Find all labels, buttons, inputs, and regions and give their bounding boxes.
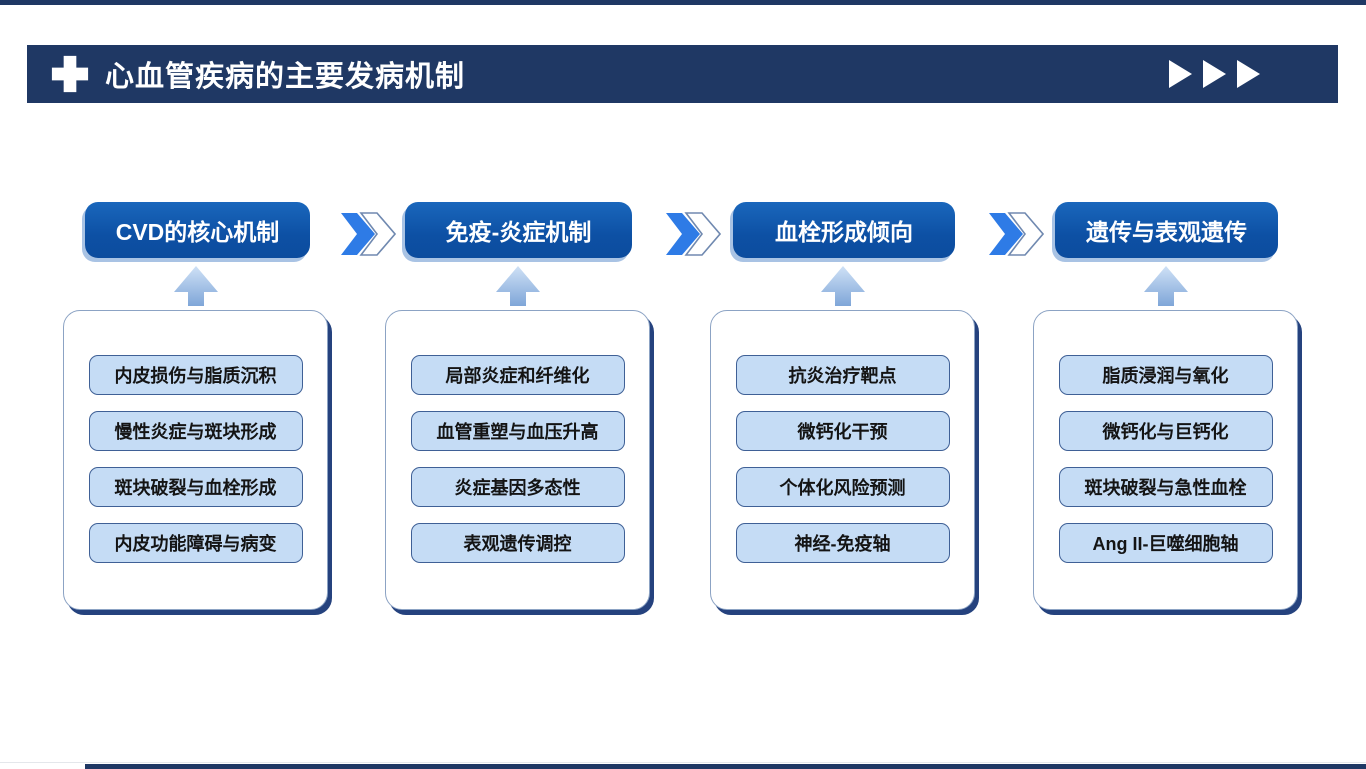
top-accent-bar xyxy=(0,0,1366,5)
list-item: 抗炎治疗靶点 xyxy=(735,355,950,395)
stage-pill-3: 血栓形成倾向 xyxy=(733,202,955,258)
double-chevron-right-icon xyxy=(989,212,1044,256)
stage-pill-4: 遗传与表观遗传 xyxy=(1055,202,1278,258)
list-item: 微钙化与巨钙化 xyxy=(1058,411,1273,451)
column-card-2: 局部炎症和纤维化 血管重塑与血压升高 炎症基因多态性 表观遗传调控 xyxy=(385,310,650,610)
up-arrow-icon xyxy=(1144,266,1188,306)
list-item: 内皮功能障碍与病变 xyxy=(88,523,303,563)
double-chevron-right-icon xyxy=(341,212,396,256)
column-card-4: 脂质浸润与氧化 微钙化与巨钙化 斑块破裂与急性血栓 Ang II-巨噬细胞轴 xyxy=(1033,310,1298,610)
list-item: 炎症基因多态性 xyxy=(410,467,625,507)
stage-pill-2: 免疫-炎症机制 xyxy=(405,202,632,258)
forward-triangle-icon xyxy=(1237,60,1260,88)
forward-triangle-icon xyxy=(1203,60,1226,88)
list-item: 脂质浸润与氧化 xyxy=(1058,355,1273,395)
column-card-1: 内皮损伤与脂质沉积 慢性炎症与斑块形成 斑块破裂与血栓形成 内皮功能障碍与病变 xyxy=(63,310,328,610)
title-bar: 心血管疾病的主要发病机制 xyxy=(27,45,1338,103)
list-item: 微钙化干预 xyxy=(735,411,950,451)
up-arrow-icon xyxy=(496,266,540,306)
medical-cross-icon xyxy=(51,55,89,93)
stage-pill-label: 免疫-炎症机制 xyxy=(445,219,592,245)
forward-triangles xyxy=(1169,60,1260,88)
list-item: 神经-免疫轴 xyxy=(735,523,950,563)
list-item: 局部炎症和纤维化 xyxy=(410,355,625,395)
forward-triangle-icon xyxy=(1169,60,1192,88)
double-chevron-right-icon xyxy=(666,212,721,256)
column-card-3: 抗炎治疗靶点 微钙化干预 个体化风险预测 神经-免疫轴 xyxy=(710,310,975,610)
up-arrow-icon xyxy=(174,266,218,306)
bottom-accent-bar xyxy=(85,764,1366,769)
list-item: 血管重塑与血压升高 xyxy=(410,411,625,451)
list-item: 斑块破裂与血栓形成 xyxy=(88,467,303,507)
list-item: Ang II-巨噬细胞轴 xyxy=(1058,523,1273,563)
page-title: 心血管疾病的主要发病机制 xyxy=(105,61,466,93)
stage-pill-label: CVD的核心机制 xyxy=(115,219,280,245)
slide-footer-line xyxy=(0,762,1366,763)
list-item: 表观遗传调控 xyxy=(410,523,625,563)
list-item: 内皮损伤与脂质沉积 xyxy=(88,355,303,395)
stage-pill-label: 血栓形成倾向 xyxy=(775,219,913,245)
list-item: 斑块破裂与急性血栓 xyxy=(1058,467,1273,507)
list-item: 个体化风险预测 xyxy=(735,467,950,507)
up-arrow-icon xyxy=(821,266,865,306)
stage-pill-1: CVD的核心机制 xyxy=(85,202,310,258)
stage-pill-label: 遗传与表观遗传 xyxy=(1086,219,1247,245)
list-item: 慢性炎症与斑块形成 xyxy=(88,411,303,451)
